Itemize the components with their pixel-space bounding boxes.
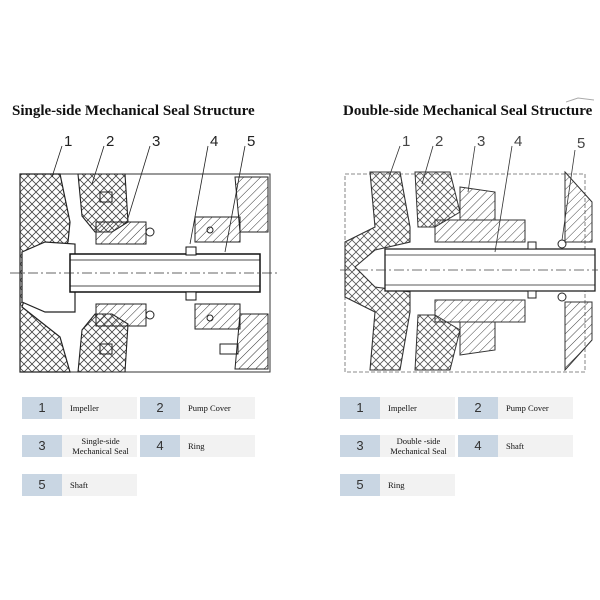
callout-1: 1: [402, 133, 410, 150]
ring-part: [185, 246, 197, 256]
legend-label: Pump Cover: [498, 397, 573, 419]
legend-item: 3 Single-side Mechanical Seal: [22, 435, 137, 457]
legend-number: 5: [340, 474, 380, 496]
double-side-title: Double-side Mechanical Seal Structure: [343, 103, 593, 119]
impeller-part: [344, 171, 411, 371]
legend-label: Pump Cover: [180, 397, 255, 419]
legend-item: 1 Impeller: [22, 397, 137, 419]
legend-number: 1: [22, 397, 62, 419]
legend-item: 4 Ring: [140, 435, 255, 457]
legend-item: 5 Ring: [340, 474, 455, 496]
legend-label: Impeller: [380, 397, 455, 419]
legend-item: 3 Double -side Mechanical Seal: [340, 435, 455, 457]
callout-2: 2: [435, 133, 443, 150]
legend-label: Double -side Mechanical Seal: [380, 435, 455, 457]
single-side-title: Single-side Mechanical Seal Structure: [12, 103, 255, 119]
callout-4: 4: [514, 133, 522, 150]
legend-label: Ring: [180, 435, 255, 457]
legend-item: 2 Pump Cover: [458, 397, 573, 419]
callout-5: 5: [247, 133, 255, 150]
legend-number: 1: [340, 397, 380, 419]
callout-5: 5: [577, 135, 585, 152]
legend-number: 3: [340, 435, 380, 457]
callout-3: 3: [477, 133, 485, 150]
legend-number: 4: [458, 435, 498, 457]
legend-label: Shaft: [62, 474, 137, 496]
corner-mark-decoration: [566, 97, 594, 103]
double-side-panel: Double-side Mechanical Seal Structure: [300, 0, 600, 600]
legend-item: 2 Pump Cover: [140, 397, 255, 419]
legend-number: 5: [22, 474, 62, 496]
single-side-panel: Single-side Mechanical Seal Structure: [10, 103, 280, 496]
legend-number: 4: [140, 435, 180, 457]
legend-number: 2: [140, 397, 180, 419]
legend-label: Ring: [380, 474, 455, 496]
double-side-seal-drawing: 1 2 3 4 5: [340, 133, 598, 373]
legend-item: 5 Shaft: [22, 474, 137, 496]
legend-label: Shaft: [498, 435, 573, 457]
pump-cover-part: [414, 171, 461, 228]
legend-item: 1 Impeller: [340, 397, 455, 419]
legend-number: 3: [22, 435, 62, 457]
legend-label: Impeller: [62, 397, 137, 419]
single-side-seal-drawing: 1 2 3 4 5: [10, 133, 280, 373]
callout-2: 2: [106, 133, 114, 150]
legend-label: Single-side Mechanical Seal: [62, 435, 137, 457]
callout-3: 3: [152, 133, 160, 150]
ring-part: [557, 239, 567, 249]
callout-4: 4: [210, 133, 218, 150]
callout-1: 1: [64, 133, 72, 150]
legend-item: 4 Shaft: [458, 435, 573, 457]
legend-number: 2: [458, 397, 498, 419]
